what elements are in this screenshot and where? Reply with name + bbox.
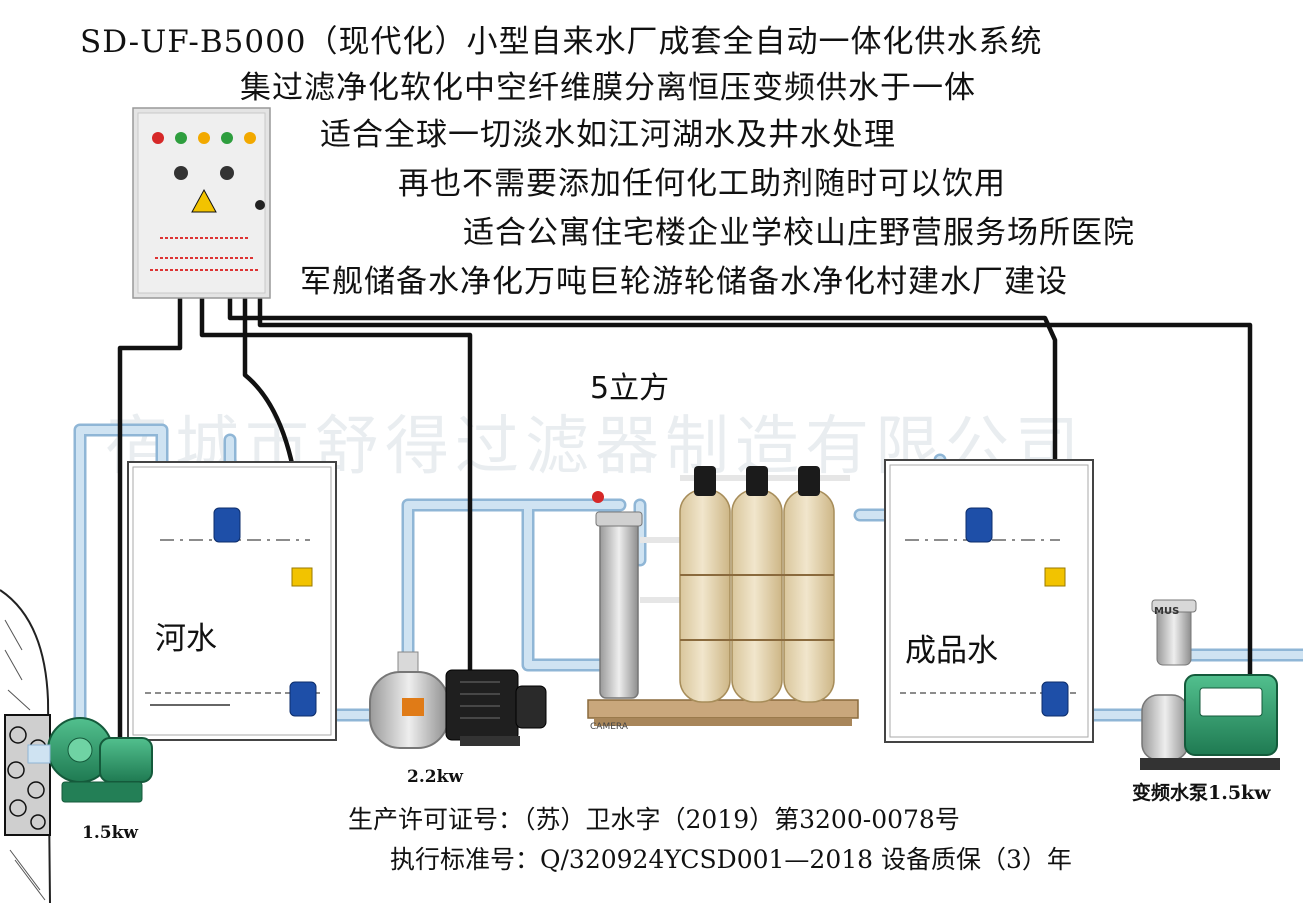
header-line-6: 军舰储备水净化万吨巨轮游轮储备水净化村建水厂建设 bbox=[300, 264, 1068, 300]
pump-mid bbox=[369, 651, 547, 749]
warning-icon bbox=[191, 188, 217, 213]
production-license: 生产许可证号：（苏）卫水字（2019）第3200-0078号 bbox=[348, 805, 960, 834]
float-switch-icon bbox=[289, 681, 317, 717]
pump-right bbox=[1140, 599, 1280, 770]
water-well bbox=[0, 589, 51, 903]
filtration-skid bbox=[587, 466, 859, 726]
raw-water-tank bbox=[127, 461, 337, 741]
header-line-2: 集过滤净化软化中空纤维膜分离恒压变频供水于一体 bbox=[240, 70, 976, 106]
execution-standard: 执行标准号：Q/320924YCSD001—2018 设备质保（3）年 bbox=[390, 845, 1072, 874]
pump-left-power: 1.5kw bbox=[82, 823, 138, 843]
pump-mid-power: 2.2kw bbox=[407, 767, 463, 787]
pump-right-power: 变频水泵1.5kw bbox=[1132, 782, 1271, 804]
header-line-3: 适合全球一切淡水如江河湖水及井水处理 bbox=[320, 117, 896, 153]
cable-clamp-icon bbox=[291, 567, 313, 587]
header-line-4: 再也不需要添加任何化工助剂随时可以饮用 bbox=[398, 166, 1006, 202]
pump-left bbox=[27, 717, 153, 803]
pump-brand-label: MUS bbox=[1154, 606, 1180, 617]
control-cabinet bbox=[132, 107, 271, 299]
float-switch-icon bbox=[965, 507, 993, 543]
raw-water-tank-label: 河水 bbox=[155, 621, 217, 657]
cable-clamp-icon bbox=[1044, 567, 1066, 587]
header-line-1: SD-UF-B5000（现代化）小型自来水厂成套全自动一体化供水系统 bbox=[80, 24, 1043, 60]
float-switch-icon bbox=[1041, 681, 1069, 717]
capacity-label: 5立方 bbox=[590, 371, 670, 406]
product-water-tank bbox=[884, 459, 1094, 743]
header-line-5: 适合公寓住宅楼企业学校山庄野营服务场所医院 bbox=[463, 215, 1135, 251]
valve-icon bbox=[592, 491, 604, 503]
filter-brand-label: CAMERA bbox=[590, 722, 628, 732]
float-switch-icon bbox=[213, 507, 241, 543]
product-water-tank-label: 成品水 bbox=[905, 633, 998, 669]
